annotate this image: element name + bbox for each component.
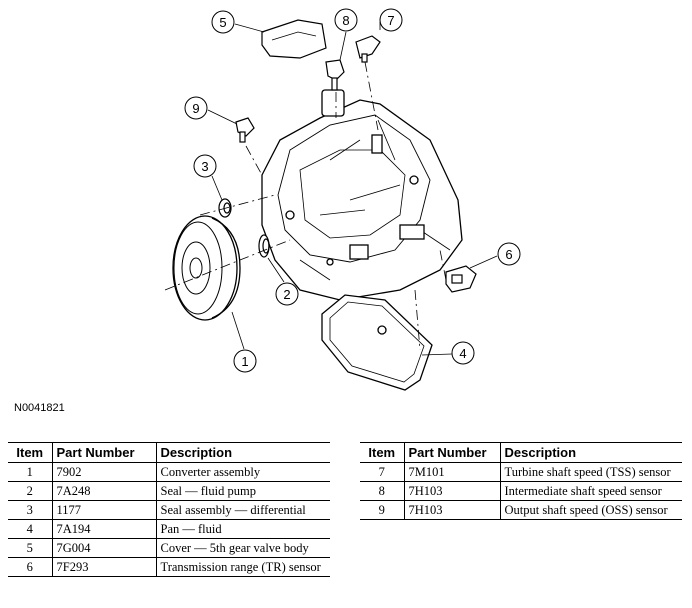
cell-item: 6 [8, 557, 52, 577]
cell-part-number: 1177 [51, 500, 156, 520]
cell-description: Pan — fluid [155, 519, 330, 539]
callout-4: 4 [451, 341, 475, 365]
cell-part-number: 7H103 [403, 500, 500, 520]
cell-description: Seal — fluid pump [155, 481, 330, 501]
cell-part-number: 7G004 [51, 538, 156, 558]
cell-part-number: 7M101 [403, 462, 500, 482]
cell-item: 1 [8, 462, 52, 482]
callout-7: 7 [379, 8, 403, 32]
callout-1: 1 [233, 349, 257, 373]
header-part-number: Part Number [51, 442, 156, 463]
cell-part-number: 7A194 [51, 519, 156, 539]
parts-table-right: Item Part Number Description 7 7M101 Tur… [360, 442, 682, 520]
table-header-row: Item Part Number Description [360, 442, 682, 463]
parts-table-left: Item Part Number Description 1 7902 Conv… [8, 442, 330, 577]
table-row: 5 7G004 Cover — 5th gear valve body [8, 538, 330, 558]
cell-item: 2 [8, 481, 52, 501]
table-row: 6 7F293 Transmission range (TR) sensor [8, 557, 330, 577]
callout-label: 4 [459, 346, 466, 361]
table-row: 4 7A194 Pan — fluid [8, 519, 330, 539]
leader-lines [207, 22, 498, 356]
cell-description: Intermediate shaft speed sensor [499, 481, 682, 501]
header-part-number: Part Number [403, 442, 500, 463]
callout-label: 7 [387, 13, 394, 28]
intermediate-speed-sensor [325, 59, 345, 91]
valve-body-cover [261, 19, 327, 59]
callout-label: 1 [241, 354, 248, 369]
oss-sensor [235, 117, 255, 143]
figure-id: N0041821 [14, 402, 65, 414]
callout-label: 8 [342, 13, 349, 28]
cell-description: Transmission range (TR) sensor [155, 557, 330, 577]
transmission-case [261, 89, 463, 301]
seal-fluid-pump [258, 234, 270, 258]
table-row: 3 1177 Seal assembly — differential [8, 500, 330, 520]
tr-sensor [445, 265, 477, 293]
cell-description: Seal assembly — differential [155, 500, 330, 520]
cell-item: 3 [8, 500, 52, 520]
table-row: 2 7A248 Seal — fluid pump [8, 481, 330, 501]
cell-part-number: 7902 [51, 462, 156, 482]
callout-label: 5 [219, 15, 226, 30]
callout-8: 8 [334, 8, 358, 32]
cell-description: Turbine shaft speed (TSS) sensor [499, 462, 682, 482]
transmission-exploded-diagram: 1 2 3 4 5 6 7 8 9 [164, 8, 521, 391]
callout-5: 5 [211, 10, 235, 34]
callout-label: 2 [283, 287, 290, 302]
header-description: Description [155, 442, 330, 463]
cell-part-number: 7H103 [403, 481, 500, 501]
callout-label: 9 [192, 101, 199, 116]
cell-part-number: 7F293 [51, 557, 156, 577]
table-row: 7 7M101 Turbine shaft speed (TSS) sensor [360, 462, 682, 482]
callout-label: 3 [201, 159, 208, 174]
cell-item: 8 [360, 481, 404, 501]
torque-converter [172, 215, 241, 321]
header-item: Item [360, 442, 404, 463]
fluid-pan [321, 294, 433, 391]
callout-9: 9 [184, 96, 208, 120]
table-row: 8 7H103 Intermediate shaft speed sensor [360, 481, 682, 501]
tss-sensor [355, 35, 381, 63]
cell-part-number: 7A248 [51, 481, 156, 501]
table-row: 1 7902 Converter assembly [8, 462, 330, 482]
callout-3: 3 [193, 154, 217, 178]
callout-label: 6 [505, 247, 512, 262]
callout-2: 2 [275, 282, 299, 306]
cell-item: 7 [360, 462, 404, 482]
cell-description: Cover — 5th gear valve body [155, 538, 330, 558]
header-item: Item [8, 442, 52, 463]
cell-item: 9 [360, 500, 404, 520]
cell-item: 4 [8, 519, 52, 539]
cell-description: Converter assembly [155, 462, 330, 482]
cell-description: Output shaft speed (OSS) sensor [499, 500, 682, 520]
table-row: 9 7H103 Output shaft speed (OSS) sensor [360, 500, 682, 520]
table-header-row: Item Part Number Description [8, 442, 330, 463]
alignment-lines [164, 61, 447, 351]
cell-item: 5 [8, 538, 52, 558]
callout-6: 6 [497, 242, 521, 266]
header-description: Description [499, 442, 682, 463]
